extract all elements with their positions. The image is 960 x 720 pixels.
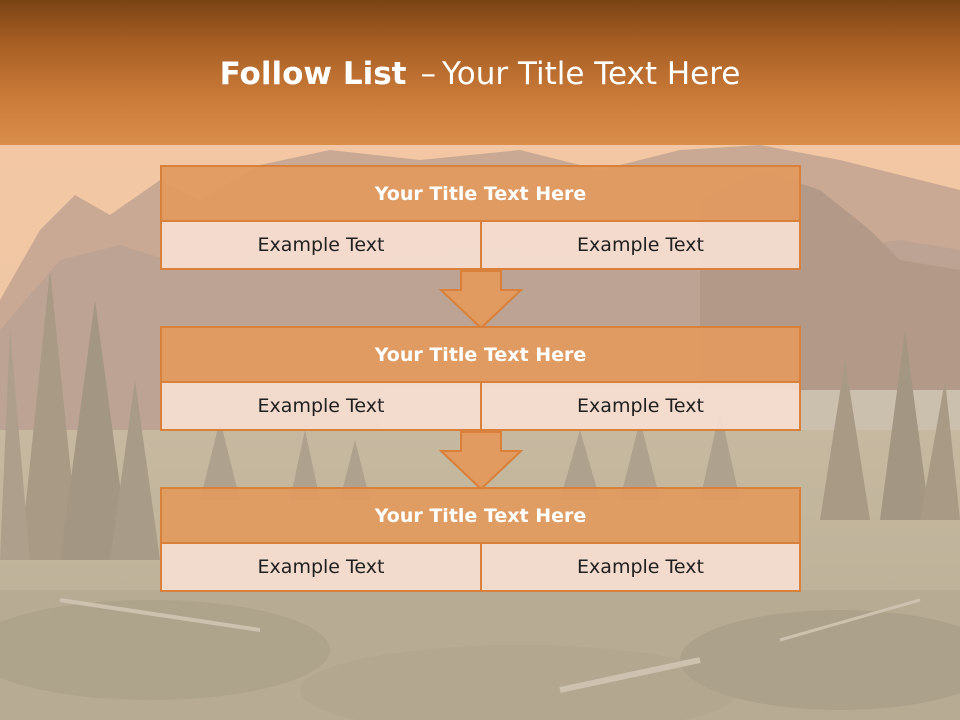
block-heading: Your Title Text Here xyxy=(160,487,801,544)
title-rest-part: Your Title Text Here xyxy=(441,56,741,92)
block-cell-right: Example Text xyxy=(480,220,801,270)
down-arrow-icon xyxy=(438,431,524,491)
block-heading: Your Title Text Here xyxy=(160,326,801,383)
header-bar: Follow List–Your Title Text Here xyxy=(0,0,960,145)
block-cell-left: Example Text xyxy=(160,542,482,592)
block-heading: Your Title Text Here xyxy=(160,165,801,222)
block-cell-left: Example Text xyxy=(160,381,482,431)
block-cell-right: Example Text xyxy=(480,381,801,431)
title-bold-part: Follow List xyxy=(219,56,407,92)
page-title: Follow List–Your Title Text Here xyxy=(0,56,960,92)
title-separator: – xyxy=(420,56,436,92)
step-block-1: Your Title Text Here Example Text Exampl… xyxy=(160,165,801,270)
step-block-3: Your Title Text Here Example Text Exampl… xyxy=(160,487,801,592)
down-arrow-icon xyxy=(438,270,524,330)
step-block-2: Your Title Text Here Example Text Exampl… xyxy=(160,326,801,431)
block-cell-left: Example Text xyxy=(160,220,482,270)
block-cell-right: Example Text xyxy=(480,542,801,592)
